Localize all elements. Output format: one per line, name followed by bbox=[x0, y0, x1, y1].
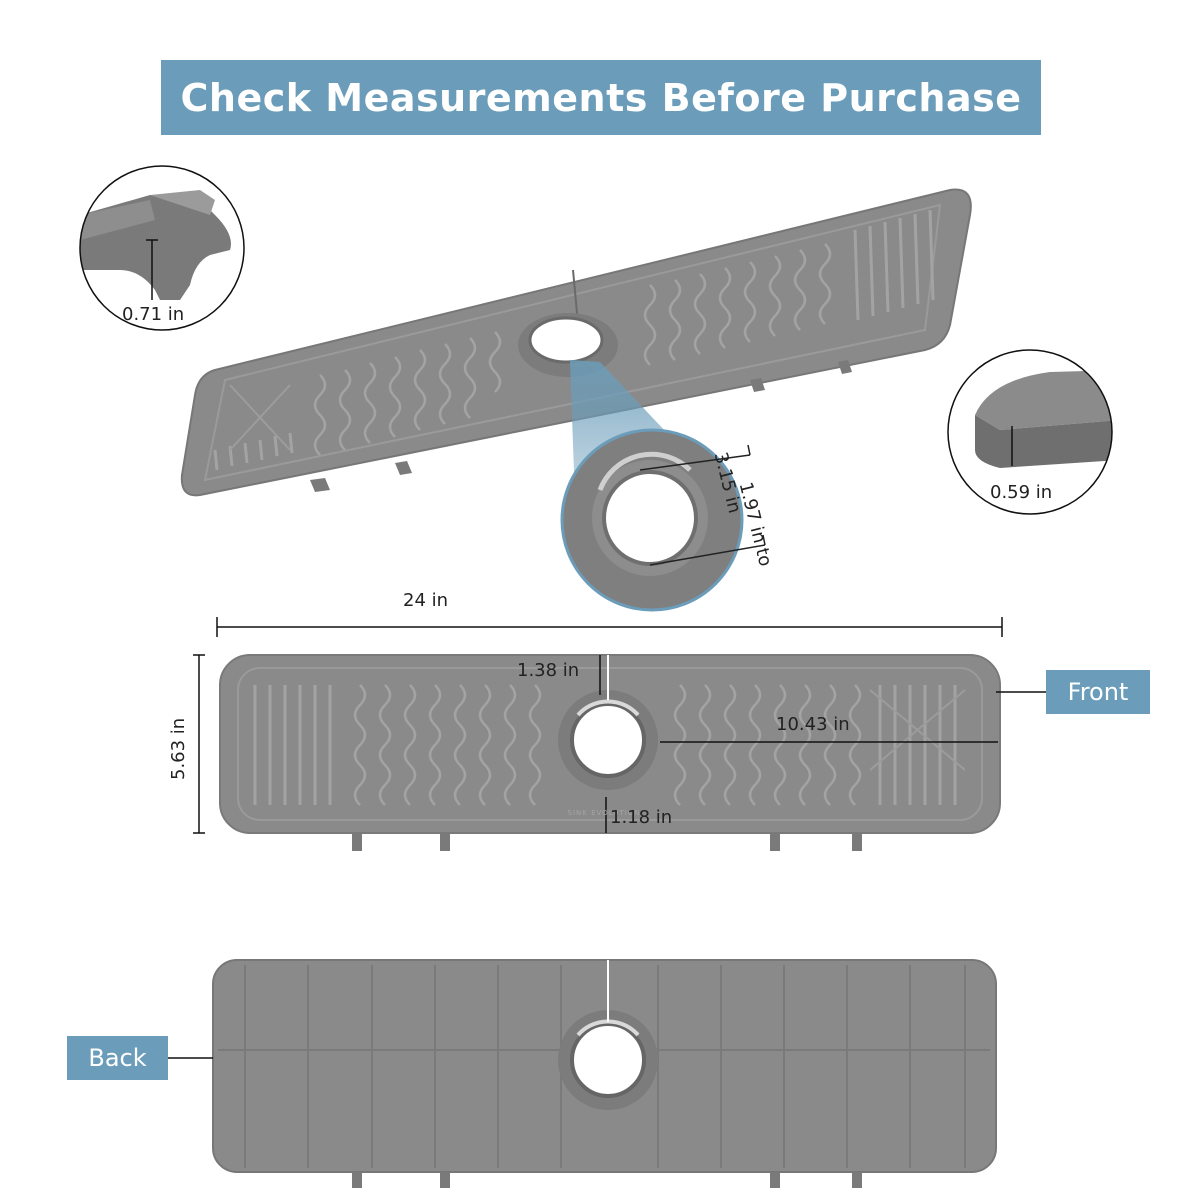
edge-thickness-label: 0.59 in bbox=[990, 482, 1053, 503]
zoom-hole-circle bbox=[560, 428, 766, 612]
slit-top-label: 1.38 in bbox=[517, 660, 580, 681]
hole-to-edge-label: 10.43 in bbox=[776, 714, 850, 735]
mat-back-view bbox=[168, 959, 997, 1188]
back-label: Back bbox=[67, 1036, 168, 1080]
length-label: 24 in bbox=[403, 590, 449, 611]
front-label: Front bbox=[1046, 670, 1150, 714]
slit-bottom-label: 1.18 in bbox=[610, 807, 673, 828]
mat-perspective-view bbox=[180, 188, 972, 497]
lip-height-label: 0.71 in bbox=[122, 304, 185, 325]
edge-detail-circle bbox=[947, 349, 1113, 515]
back-label-text: Back bbox=[88, 1044, 147, 1072]
width-label: 5.63 in bbox=[168, 717, 189, 780]
title-banner: Check Measurements Before Purchase bbox=[161, 60, 1041, 135]
brand-mark: SINK EVOLUTION bbox=[568, 809, 641, 817]
lip-detail-circle bbox=[79, 165, 245, 331]
front-label-text: Front bbox=[1067, 678, 1129, 706]
mat-front-view bbox=[193, 617, 1046, 851]
page-title: Check Measurements Before Purchase bbox=[180, 75, 1022, 120]
